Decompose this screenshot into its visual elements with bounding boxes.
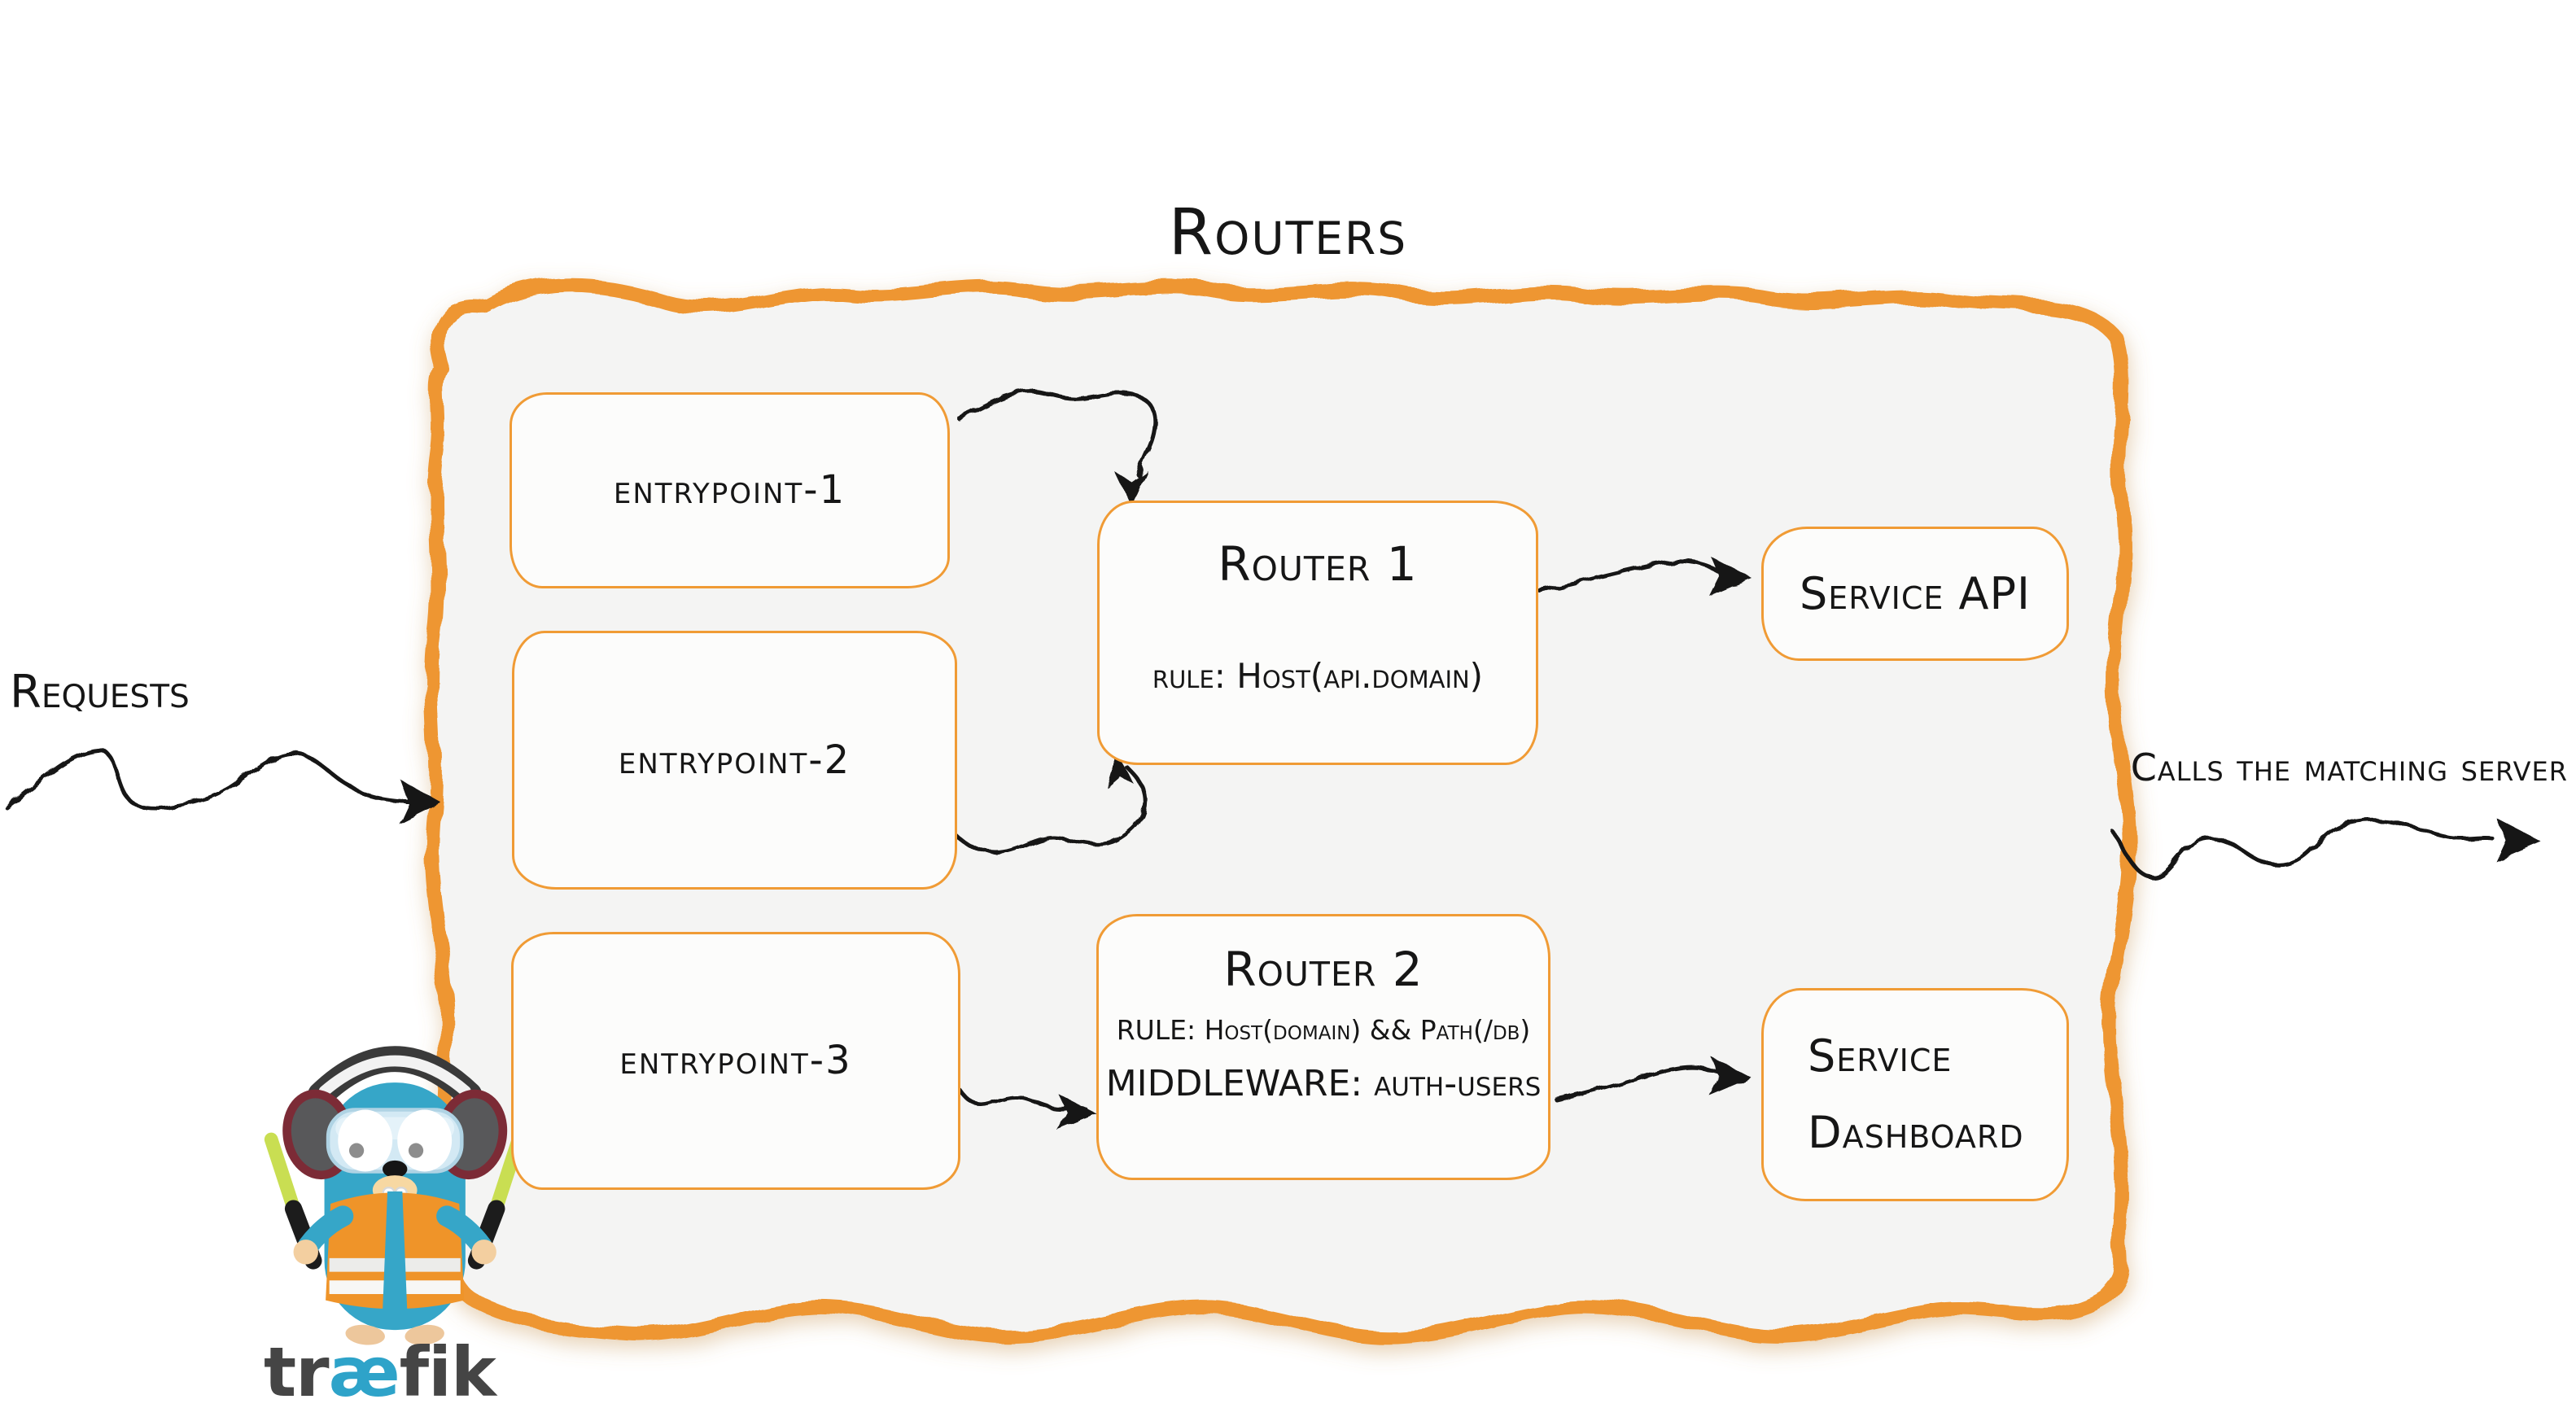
calls-matching-server-label: Calls the matching server (2130, 746, 2568, 789)
service-dashboard-label-line1: Service (1808, 1030, 1953, 1082)
pupil-right (408, 1143, 424, 1158)
wordmark-part1: tr (264, 1332, 330, 1408)
eye-left (338, 1109, 393, 1172)
pupil-left (348, 1143, 365, 1158)
entrypoint-1-box: entrypoint-1 (510, 392, 950, 588)
arrow-entrypoint2-to-router1 (950, 754, 1148, 855)
router-2-box: Router 2 RULE: Host(domain) && Path(/db)… (1096, 914, 1550, 1180)
arrow-entrypoint1-to-router1 (956, 389, 1157, 506)
headphone-band-highlight (318, 1055, 471, 1097)
eye-right (397, 1109, 453, 1172)
foot-left (345, 1324, 385, 1345)
arrow-entrypoint3-to-router2 (956, 1087, 1096, 1130)
entrypoint-1-label: entrypoint-1 (613, 467, 846, 514)
traefik-wordmark: træfik (264, 1338, 496, 1406)
entrypoint-2-label: entrypoint-2 (618, 737, 851, 783)
calls-arrow (2110, 818, 2541, 880)
router-2-middleware: MIDDLEWARE: auth-users (1105, 1063, 1542, 1105)
arrow-router1-to-service-api (1537, 557, 1752, 596)
requests-label: Requests (10, 666, 190, 719)
service-dashboard-box: Service Dashboard (1761, 988, 2069, 1201)
page-title: Routers (1168, 196, 1408, 269)
traefik-gopher-logo (264, 1046, 526, 1345)
entrypoint-3-box: entrypoint-3 (511, 932, 960, 1190)
hand-right (471, 1240, 496, 1265)
entrypoint-3-label: entrypoint-3 (619, 1038, 852, 1084)
service-api-box: Service API (1761, 527, 2069, 661)
entrypoint-2-box: entrypoint-2 (512, 631, 957, 890)
vest-center-gap (383, 1191, 408, 1313)
router-1-rule: rule: Host(api.domain) (1152, 655, 1484, 696)
service-api-label: Service API (1800, 567, 2031, 619)
hand-left (293, 1240, 318, 1265)
router-1-box: Router 1 rule: Host(api.domain) (1097, 501, 1538, 765)
service-dashboard-label-line2: Dashboard (1808, 1107, 2024, 1158)
router-2-name: Router 2 (1223, 942, 1424, 997)
gopher-nose (383, 1160, 408, 1178)
router-1-name: Router 1 (1218, 536, 1418, 592)
foot-right (405, 1324, 444, 1345)
arrow-router2-to-service-dashboard (1555, 1056, 1752, 1103)
wordmark-part2: fik (399, 1332, 496, 1408)
requests-arrow (4, 748, 441, 824)
wordmark-ae: æ (328, 1332, 400, 1408)
router-2-rule: RULE: Host(domain) && Path(/db) (1116, 1013, 1531, 1046)
